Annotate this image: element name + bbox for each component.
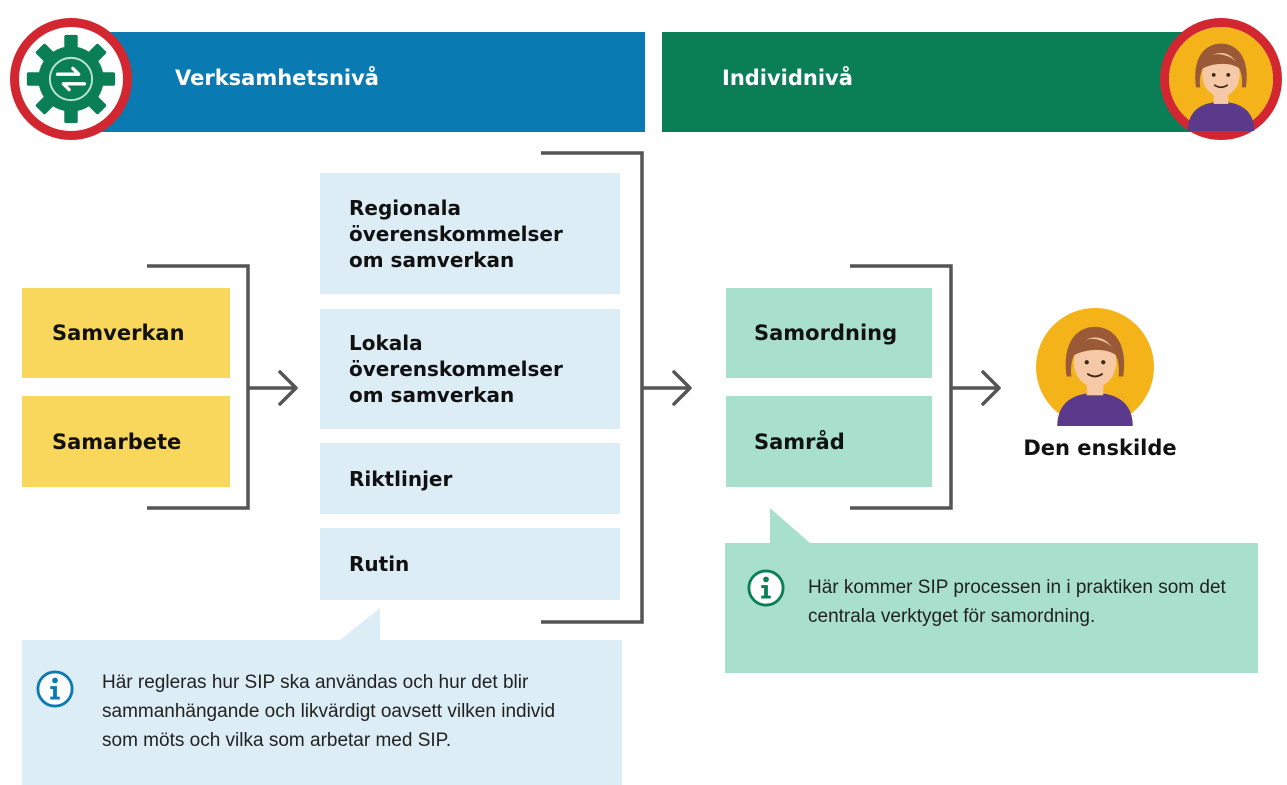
gear-badge (10, 18, 132, 140)
person-badge (1160, 18, 1282, 140)
box-routine: Rutin (320, 528, 620, 600)
arrow-right-icon (951, 370, 1001, 406)
callout-tail-left (340, 608, 380, 640)
info-icon (36, 670, 74, 708)
header-banner-individual: Individnivå (662, 32, 1222, 132)
info-text-left: Här regleras hur SIP ska användas och hu… (102, 672, 556, 751)
box-samarbete: Samarbete (22, 396, 230, 487)
box-samverkan: Samverkan (22, 288, 230, 378)
gear-cycle-icon (26, 34, 116, 124)
person-avatar-icon (1036, 308, 1154, 426)
callout-tail-right (770, 508, 810, 543)
header-title-individual: Individnivå (722, 66, 853, 90)
info-callout-left: Här regleras hur SIP ska användas och hu… (22, 640, 622, 785)
person-label: Den enskilde (1023, 436, 1177, 460)
box-local-agreements: Lokala överenskommelser om samverkan (320, 309, 620, 429)
bracket-agreements (541, 151, 644, 624)
info-callout-right: Här kommer SIP processen in i praktiken … (725, 543, 1258, 673)
box-samordning: Samordning (726, 288, 932, 378)
info-text-right: Här kommer SIP processen in i praktiken … (808, 577, 1226, 627)
box-samrad: Samråd (726, 396, 932, 487)
box-regional-agreements: Regionala överenskommelser om samverkan (320, 173, 620, 294)
header-banner-organization: Verksamhetsnivå (100, 32, 645, 132)
info-icon (747, 569, 785, 607)
bracket-coordination (850, 264, 953, 510)
arrow-right-icon (642, 370, 692, 406)
bracket-collaboration (147, 264, 250, 510)
arrow-right-icon (248, 370, 298, 406)
box-guidelines: Riktlinjer (320, 443, 620, 514)
header-title-organization: Verksamhetsnivå (175, 66, 379, 90)
person-avatar-icon (1169, 27, 1273, 131)
